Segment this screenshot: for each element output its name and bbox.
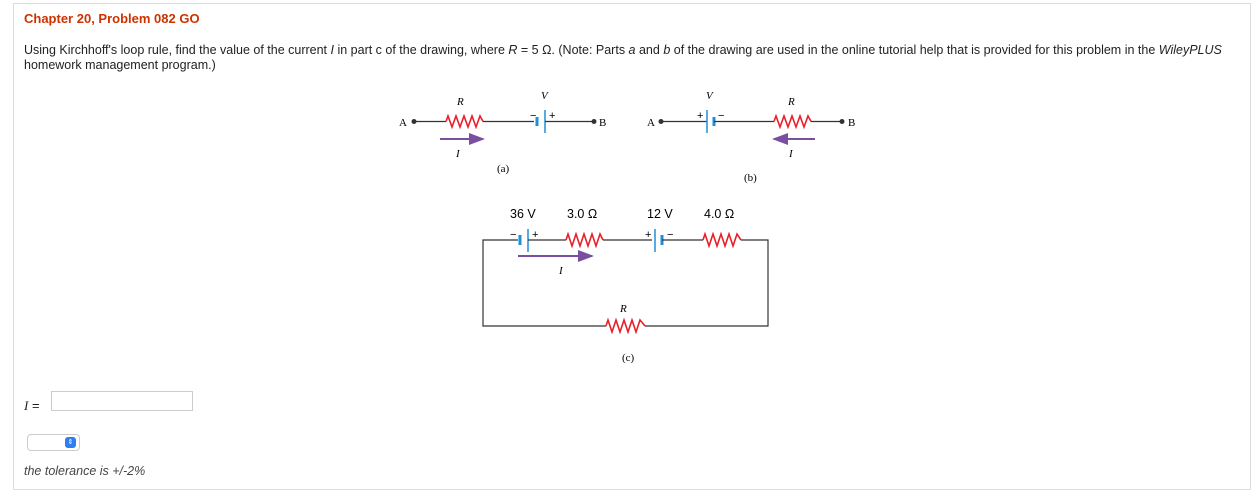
question-text: Using Kirchhoff's loop rule, find the va… (24, 43, 1224, 73)
unit-select[interactable]: ⇕ (27, 434, 80, 451)
question-panel (13, 3, 1251, 490)
question-text-5: of the drawing are used in the online tu… (670, 43, 1159, 57)
plus-sign: + (645, 229, 651, 241)
resistor1-label: 3.0 Ω (567, 207, 597, 221)
node-dot (839, 119, 845, 124)
node-a-left: A (647, 117, 655, 129)
resistor-label: R (787, 96, 795, 108)
resistor-r (773, 113, 812, 130)
plus-sign: + (697, 110, 703, 122)
battery-label: V (541, 90, 549, 102)
problem-title: Chapter 20, Problem 082 GO (24, 11, 200, 26)
question-text-3: = 5 Ω. (Note: Parts (517, 43, 629, 57)
node-dot (591, 119, 597, 124)
question-text-4: and (635, 43, 664, 57)
minus-sign: − (667, 229, 673, 241)
answer-var: I (24, 398, 29, 413)
wire-left-loop (482, 239, 606, 327)
answer-input[interactable] (51, 391, 193, 411)
resistor-r (445, 113, 484, 130)
wileyplus-name: WileyPLUS (1158, 43, 1222, 57)
wire-right-loop (645, 239, 769, 327)
var-current: I (330, 43, 334, 57)
minus-sign: − (718, 110, 724, 122)
resistor2 (702, 231, 742, 249)
plus-sign: + (549, 110, 555, 122)
caption-b: (b) (744, 172, 757, 184)
question-text-1: Using Kirchhoff's loop rule, find the va… (24, 43, 331, 57)
node-a-left: A (399, 117, 407, 129)
resistor3 (605, 317, 646, 335)
node-b-right: B (599, 117, 606, 129)
var-resistance: R (508, 43, 518, 57)
minus-sign: − (510, 229, 516, 241)
battery-label: V (706, 90, 714, 102)
diagram-b: A B V + − R I (b) (647, 90, 855, 184)
minus-sign: − (530, 110, 536, 122)
battery1-label: 36 V (510, 207, 536, 221)
current-label: I (455, 148, 461, 160)
resistor2-label: 4.0 Ω (704, 207, 734, 221)
select-arrows-icon: ⇕ (65, 437, 76, 448)
answer-label: I = (24, 398, 40, 414)
question-text-2: in part c of the drawing, where (333, 43, 509, 57)
tolerance-note: the tolerance is +/-2% (24, 464, 146, 478)
var-part-a: a (628, 43, 636, 57)
var-part-b: b (663, 43, 671, 57)
answer-equals: = (28, 398, 40, 413)
current-label: I (788, 148, 794, 160)
question-text-6: homework management program.) (24, 58, 216, 72)
diagram-c: 36 V 3.0 Ω 12 V 4.0 Ω − + + − I R (c) (482, 207, 769, 364)
diagram-a: A B R V − + I (a) (399, 90, 606, 175)
resistor-label: R (456, 96, 464, 108)
current-label: I (558, 265, 564, 277)
resistor1 (565, 231, 604, 249)
caption-c: (c) (622, 352, 635, 364)
resistor3-label: R (619, 303, 627, 315)
plus-sign: + (532, 229, 538, 241)
caption-a: (a) (497, 163, 510, 175)
node-b-right: B (848, 117, 855, 129)
battery2-label: 12 V (647, 207, 673, 221)
